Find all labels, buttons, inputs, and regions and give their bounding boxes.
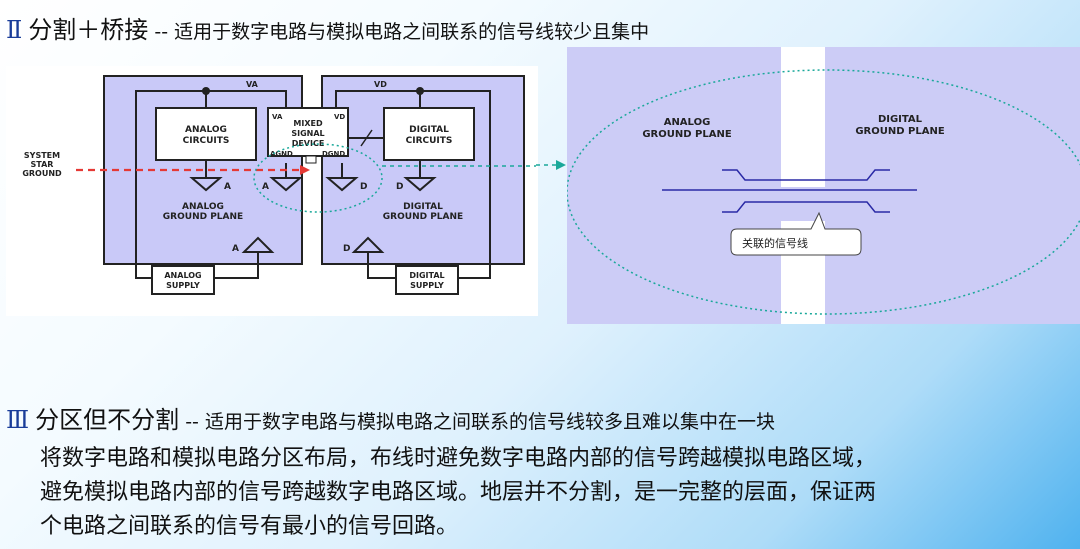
svg-text:DEVICE: DEVICE (292, 139, 325, 148)
paragraph-line: 将数字电路和模拟电路分区布局，布线时避免数字电路内部的信号跨越模拟电路区域， (40, 446, 877, 471)
svg-text:VA: VA (272, 113, 283, 121)
label-va: VA (246, 80, 259, 89)
bridge-detail-diagram: ANALOG GROUND PLANE DIGITAL GROUND PLANE… (566, 47, 1080, 324)
label-vd: VD (374, 80, 387, 89)
svg-text:GROUND PLANE: GROUND PLANE (642, 129, 731, 140)
svg-text:ANALOG: ANALOG (185, 125, 227, 135)
paragraph-line: 个电路之间联系的信号有最小的信号回路。 (40, 514, 459, 539)
svg-text:VD: VD (334, 113, 345, 121)
explanation-paragraph: 将数字电路和模拟电路分区布局，布线时避免数字电路内部的信号跨越模拟电路区域， 避… (40, 442, 1070, 544)
svg-text:SUPPLY: SUPPLY (166, 281, 200, 290)
svg-text:DIGITAL: DIGITAL (403, 202, 443, 212)
roman-numeral-2: Ⅱ (6, 16, 23, 44)
bridge-highlight-ellipse (253, 143, 383, 213)
svg-text:GROUND PLANE: GROUND PLANE (855, 126, 944, 137)
signal-line-bottom (722, 201, 890, 213)
svg-text:A: A (224, 182, 231, 192)
split-gap-top (781, 47, 825, 187)
analog-supply-box (151, 265, 215, 295)
digital-supply-box (395, 265, 459, 295)
roman-numeral-3: Ⅲ (6, 406, 30, 434)
signal-line-top (722, 169, 890, 181)
svg-text:D: D (343, 244, 350, 254)
label-agnd: AGND (270, 150, 293, 158)
svg-text:GROUND: GROUND (22, 169, 62, 178)
heading-description: 适用于数字电路与模拟电路之间联系的信号线较少且集中 (174, 21, 650, 43)
right-analog-label: ANALOG (664, 117, 711, 128)
svg-text:MIXED: MIXED (293, 119, 323, 128)
digital-circuits-box (383, 107, 475, 161)
heading-description: 适用于数字电路与模拟电路之间联系的信号线较多且难以集中在一块 (204, 411, 775, 433)
svg-text:SUPPLY: SUPPLY (410, 281, 444, 290)
callout-text: 关联的信号线 (742, 236, 808, 250)
svg-text:ANALOG: ANALOG (182, 202, 224, 212)
paragraph-line: 避免模拟电路内部的信号跨越数字电路区域。地层并不分割，是一完整的层面，保证两 (40, 480, 877, 505)
svg-text:CIRCUITS: CIRCUITS (406, 136, 453, 146)
svg-text:DIGITAL: DIGITAL (409, 125, 449, 135)
svg-text:GROUND PLANE: GROUND PLANE (163, 212, 243, 222)
heading-title: 分割＋桥接 (28, 16, 149, 44)
svg-text:A: A (232, 244, 239, 254)
signal-callout-box (730, 211, 862, 256)
split-ground-diagram: VA VD ANALOG CIRCUITS MIXED SIGNAL DEVIC… (6, 66, 538, 316)
right-digital-label: DIGITAL (878, 114, 923, 125)
zoom-connector-arrow (536, 160, 566, 170)
heading-title: 分区但不分割 (35, 406, 180, 434)
label-dgnd: DGND (322, 150, 345, 158)
heading-dash: -- (179, 411, 205, 433)
svg-text:STAR: STAR (31, 160, 54, 169)
svg-text:D: D (396, 182, 403, 192)
svg-text:DIGITAL: DIGITAL (409, 271, 444, 280)
svg-text:GROUND PLANE: GROUND PLANE (383, 212, 463, 222)
svg-text:D: D (360, 182, 367, 192)
svg-text:ANALOG: ANALOG (164, 271, 201, 280)
svg-text:SYSTEM: SYSTEM (24, 151, 60, 160)
svg-text:SIGNAL: SIGNAL (291, 129, 324, 138)
svg-text:CIRCUITS: CIRCUITS (183, 136, 230, 146)
heading-dash: -- (148, 21, 175, 43)
digital-plane-shape (321, 75, 525, 265)
svg-text:A: A (262, 182, 269, 192)
